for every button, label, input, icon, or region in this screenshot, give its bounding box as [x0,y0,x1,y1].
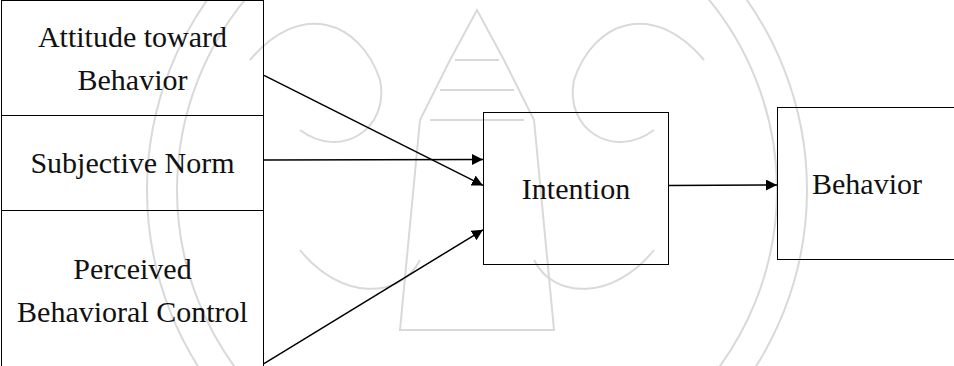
node-label: Perceived Behavioral Control [8,247,257,334]
arrow-connector [669,184,777,186]
arrow-connector [264,75,483,185]
factor-box: Subjective Norm [1,115,264,211]
outcome-box: Behavior [777,107,954,260]
node-label: Attitude toward Behavior [8,15,257,102]
process-box: Intention [483,112,669,265]
arrow-connector [264,230,483,364]
arrow-connector [264,159,483,161]
factor-box: Attitude toward Behavior [1,0,264,116]
node-label: Intention [522,167,630,211]
node-label: Subjective Norm [30,141,234,185]
node-label: Behavior [812,162,922,206]
factor-box: Perceived Behavioral Control [1,210,264,366]
